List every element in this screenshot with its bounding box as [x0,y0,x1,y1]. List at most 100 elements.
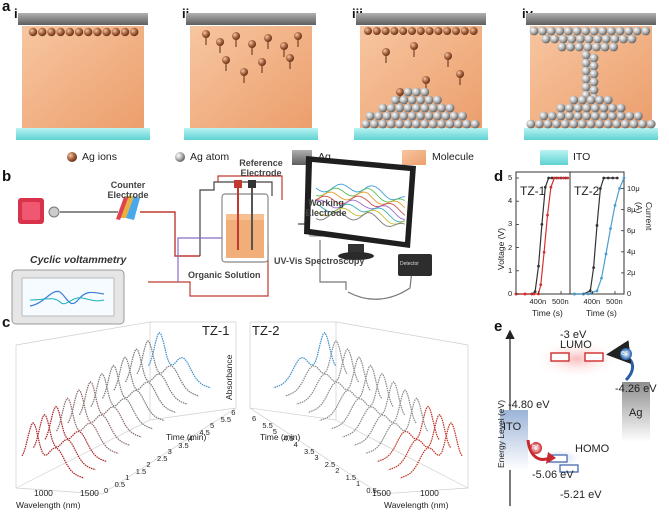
ag-atom [581,26,590,36]
ag-ion [111,27,121,37]
monitor-spectrum-line [315,195,406,216]
absorbance-spectrum [399,422,463,479]
ag-atom [633,111,643,121]
ag-ion [434,27,443,35]
ag-ion [65,27,75,37]
data-point [533,290,537,294]
ag-atom [407,95,417,105]
y-tick-right: 2μ [627,267,636,277]
y-tick-right: 4μ [627,246,636,256]
ag-atom [555,26,565,36]
ag-atom [582,111,592,121]
ag-atom [386,119,396,129]
electron-symbol: e⁻ [621,350,629,357]
ag-atom [416,111,425,121]
uvvis-label: UV-Vis Spectroscopy [274,256,365,266]
ag-atom [378,119,388,129]
ag-atom [535,119,544,129]
time-tick-left: 4.5 [199,427,210,437]
data-point [573,292,576,296]
ag-ion [248,40,256,48]
x-tick-right: 400n [583,297,601,306]
ag-ion [258,58,266,66]
lumo-energy-label: -3 eV [560,329,587,341]
ag-atom [569,95,579,105]
absorbance-spectrum [319,364,383,422]
ag-atom [556,111,566,121]
absorbance-spectrum [32,413,96,471]
ag-atom [433,95,442,105]
absorbance-spectrum [376,405,440,463]
ag-atom [589,61,599,71]
data-point [566,176,570,180]
absorbance-spectrum [113,356,177,413]
ag-atom [547,111,557,121]
time-tick-left: 3 [167,447,172,456]
ag-ion [408,27,416,35]
detector-label: Detector [400,261,419,267]
ag-atom [445,119,455,129]
ag-atom [599,111,609,121]
ag-atom [566,42,575,52]
ag-atom [560,119,570,129]
organic-solution-label: Organic Solution [188,270,261,280]
ag-ion [410,42,418,50]
counter-electrode-label: Counter Electrode [107,180,149,200]
series-line [574,177,618,295]
homo-label: HOMO [575,443,610,455]
ag-atom [603,119,613,129]
panel-b-label: b [2,168,12,185]
ag-ion [452,27,460,35]
absorbance-spectrum [365,397,429,454]
ag-atom [616,111,626,121]
absorbance-spectrum [330,372,394,430]
ag-atom [608,103,617,113]
ag-atom [589,69,599,79]
ag-atom [391,95,400,105]
ag-ion [264,34,272,42]
ag-ion [444,52,452,60]
ag-ion [84,27,93,37]
hole-symbol: h⁺ [532,444,540,451]
ag-ion [469,27,478,35]
ag-atom [395,103,404,113]
ag-ion [93,27,102,37]
ag-atom [567,34,577,44]
ag-ion [294,32,302,40]
ag-atom [546,26,556,36]
data-point [547,176,551,180]
panel-c-left-title: TZ-1 [202,323,230,338]
ag-atom [608,111,617,121]
absorbance-spectrum [147,331,211,389]
ag-atom [433,111,442,121]
ag-atom-legend-icon [175,152,185,162]
ag-atom [607,26,616,36]
data-point [552,176,556,180]
ag-atom [365,111,375,121]
ag-atom [399,111,409,121]
y-tick-left: 0 [508,289,513,298]
ag-atom [603,95,613,105]
ag-atom [550,34,559,44]
data-point [561,176,565,180]
absorbance-spectrum [388,413,452,471]
ag-atom [412,119,421,129]
data-point [532,292,536,296]
ag-atom [420,103,430,113]
ag-atom [526,119,536,129]
time-tick-left: 0 [104,486,109,495]
ag-ion [286,54,294,62]
ag-atom [543,119,553,129]
panel-a-label: a [2,0,11,15]
ag-atom [581,74,591,84]
ag-atom [616,103,626,113]
data-point [600,276,603,280]
ag-atom [589,26,599,36]
ag-ion-legend-icon [67,152,77,162]
data-point [549,185,553,189]
ag-atom [391,111,400,121]
data-point [586,292,590,296]
